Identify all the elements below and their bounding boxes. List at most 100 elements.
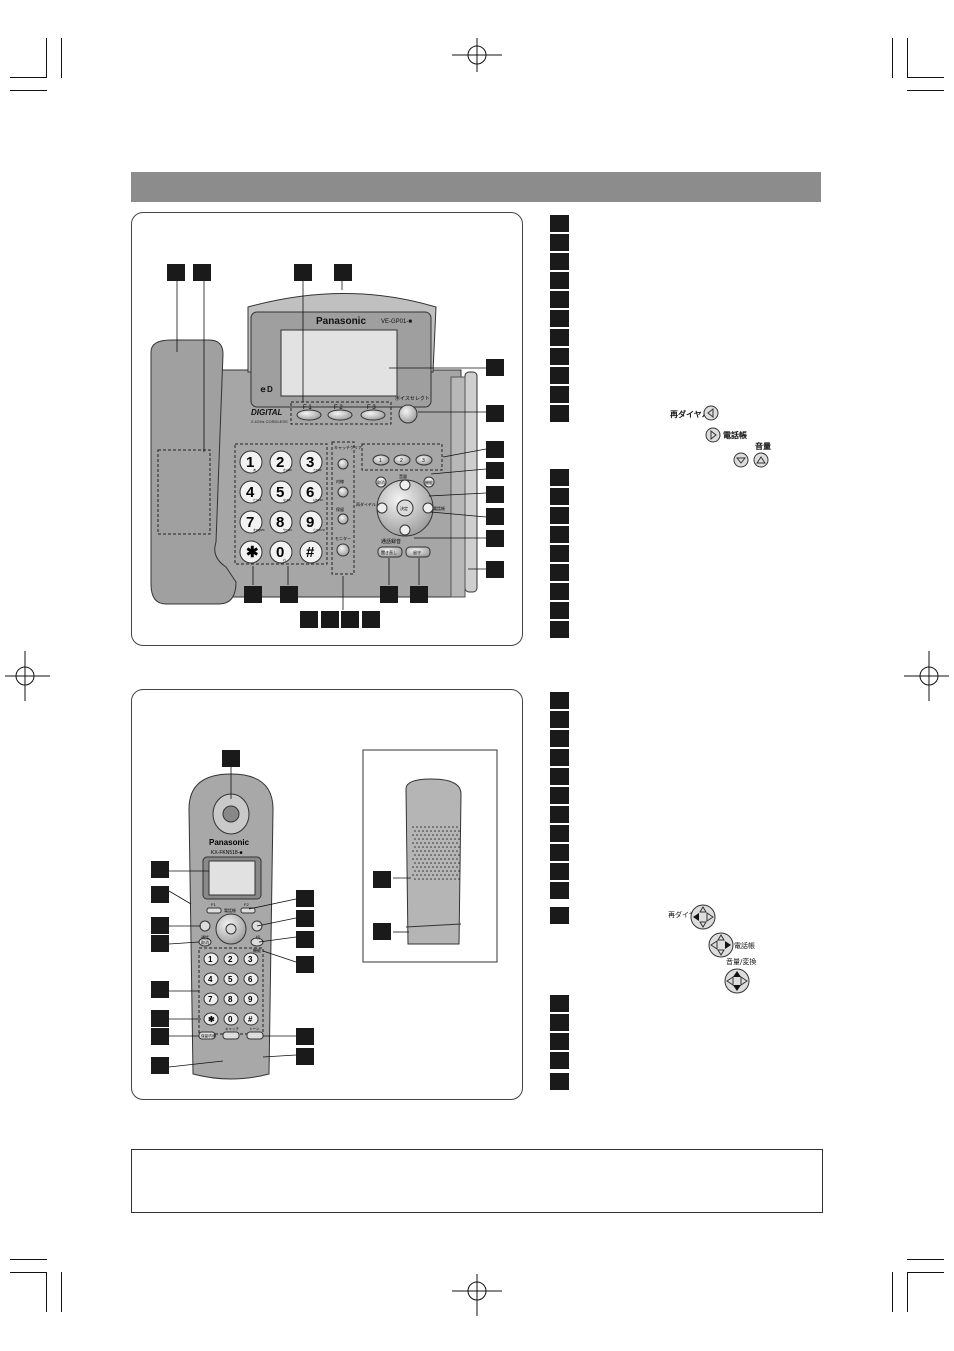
base-key-4[interactable] (269, 480, 293, 504)
grille-dot (418, 862, 420, 864)
function-key-f2[interactable]: F 2 (334, 405, 343, 411)
handset-function-button[interactable] (250, 937, 264, 947)
one-touch-1[interactable]: 1 (379, 458, 382, 464)
grille-dot (432, 866, 434, 868)
handset-key-3[interactable] (203, 972, 219, 986)
one-touch-2[interactable]: 2 (400, 458, 403, 464)
handset-key-11[interactable] (243, 1012, 259, 1026)
base-key-digit: 5 (276, 484, 284, 501)
base-key-7[interactable] (269, 510, 293, 534)
base-key-9[interactable] (239, 540, 263, 564)
base-key-11[interactable] (299, 540, 323, 564)
phonebook-button[interactable] (422, 502, 434, 514)
voice-select-button[interactable] (398, 404, 418, 424)
monitor-button[interactable] (336, 543, 350, 557)
base-key-0[interactable] (239, 450, 263, 474)
base-key-1[interactable] (269, 450, 293, 474)
enter-button[interactable] (396, 499, 414, 517)
grille-dot (414, 862, 416, 864)
redial-button[interactable] (376, 502, 388, 514)
answering-button[interactable] (405, 546, 431, 558)
grille-dot (454, 854, 456, 856)
grille-dot (446, 870, 448, 872)
base-key-2[interactable] (299, 450, 323, 474)
handset-f1[interactable]: F1 (211, 902, 216, 907)
handset-hold-button[interactable] (198, 1031, 216, 1040)
base-nav-pad: 決定 音量 再ダイヤル 電話帳 取消 機能 (356, 473, 445, 537)
volume-down-button[interactable] (399, 524, 411, 536)
base-key-8[interactable] (299, 510, 323, 534)
grille-dot (416, 834, 418, 836)
handset-key-1[interactable] (223, 952, 239, 966)
grille-dot (442, 870, 444, 872)
handset-catch-button[interactable] (222, 1031, 240, 1040)
grille-dot (422, 838, 424, 840)
grille-dot (446, 878, 448, 880)
handset-key-6[interactable] (203, 992, 219, 1006)
handset-off-label: 切 (256, 934, 260, 940)
grille-dot (418, 870, 420, 872)
grille-dot (426, 830, 428, 832)
one-touch-3[interactable]: 3 (422, 458, 425, 464)
grille-dot (446, 862, 448, 864)
grille-dot (416, 866, 418, 868)
grille-dot (438, 878, 440, 880)
handset-key-9[interactable] (203, 1012, 219, 1026)
handset-key-5[interactable] (243, 972, 259, 986)
record-keys: 通話録音 聞き直し 留守 (377, 538, 431, 558)
handset-key-2[interactable] (243, 952, 259, 966)
function-button[interactable] (423, 476, 435, 488)
registration-cross-icon (452, 1274, 502, 1316)
replay-button[interactable] (377, 546, 403, 558)
grille-dot (412, 866, 414, 868)
base-key-6[interactable] (239, 510, 263, 534)
hold-button[interactable] (337, 513, 349, 525)
side-keys: キャッチクリア 内線 保留 モニター (334, 444, 362, 557)
handset-cancel-label: 取消 (201, 939, 209, 945)
intercom-button[interactable] (337, 486, 349, 498)
grille-dot (442, 830, 444, 832)
volume-up-button[interactable] (399, 479, 411, 491)
base-key-5[interactable] (299, 480, 323, 504)
grille-dot (424, 874, 426, 876)
grille-dot (458, 838, 460, 840)
grille-dot (454, 846, 456, 848)
grille-dot (456, 874, 458, 876)
grille-dot (428, 850, 430, 852)
handset-key-7[interactable] (223, 992, 239, 1006)
grille-dot (436, 850, 438, 852)
grille-dot (450, 862, 452, 864)
handset-key-8[interactable] (243, 992, 259, 1006)
grille-dot (454, 830, 456, 832)
grille-dot (422, 854, 424, 856)
function-key-f3[interactable]: F 3 (367, 405, 376, 411)
grille-dot (448, 858, 450, 860)
handset-key-0[interactable] (203, 952, 219, 966)
grille-dot (456, 826, 458, 828)
handset-talk-button[interactable] (199, 920, 211, 932)
grille-dot (446, 846, 448, 848)
handset-catch-label: キャッチ (225, 1026, 239, 1031)
grille-dot (444, 842, 446, 844)
grille-dot (418, 854, 420, 856)
handset-f2[interactable]: F2 (244, 902, 249, 907)
handset-model: KX-FKN518-■ (211, 850, 242, 856)
catch-clear-button[interactable] (337, 458, 349, 470)
grille-dot (452, 858, 454, 860)
handset-key-digit: 9 (248, 995, 253, 1004)
down-arrow-circle-icon (733, 452, 749, 468)
function-key-f1[interactable]: F 1 (303, 405, 312, 411)
digital-logo-sub: 2.4GHz CORDLESS (251, 419, 288, 424)
cancel-button[interactable] (375, 476, 387, 488)
handset-key-4[interactable] (223, 972, 239, 986)
base-key-10[interactable] (269, 540, 293, 564)
base-key-kana: なJKL (283, 497, 292, 502)
base-key-3[interactable] (239, 480, 263, 504)
grille-dot (458, 862, 460, 864)
grille-dot (442, 846, 444, 848)
grille-dot (432, 858, 434, 860)
handset-tone-button[interactable] (246, 1031, 264, 1040)
grille-dot (424, 850, 426, 852)
handset-key-10[interactable] (223, 1012, 239, 1026)
grille-dot (412, 858, 414, 860)
